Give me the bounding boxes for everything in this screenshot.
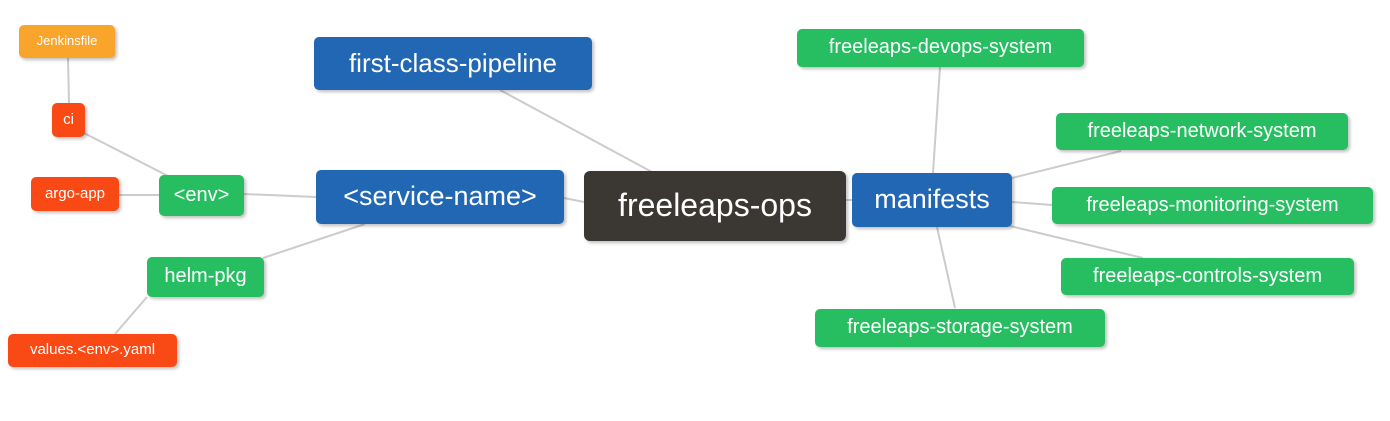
node-values-env-yaml[interactable]: values.<env>.yaml (8, 334, 177, 367)
edge-helm-pkg-service-name (262, 223, 366, 259)
node-ci[interactable]: ci (52, 103, 85, 137)
node-helm-pkg[interactable]: helm-pkg (147, 257, 264, 297)
node-argo-app[interactable]: argo-app (31, 177, 119, 211)
edge-jenkinsfile-ci (67, 57, 70, 104)
node-service-name[interactable]: <service-name> (316, 170, 564, 224)
edge-manifests-storage-system (936, 226, 956, 309)
edge-env-service-name (243, 193, 317, 198)
node-freeleaps-network-system[interactable]: freeleaps-network-system (1056, 113, 1348, 150)
node-freeleaps-monitoring-system[interactable]: freeleaps-monitoring-system (1052, 187, 1373, 224)
node-env[interactable]: <env> (159, 175, 244, 216)
edge-manifests-devops-system (932, 66, 941, 174)
node-freeleaps-storage-system[interactable]: freeleaps-storage-system (815, 309, 1105, 347)
node-manifests[interactable]: manifests (852, 173, 1012, 227)
node-first-class-pipeline[interactable]: first-class-pipeline (314, 37, 592, 90)
node-jenkinsfile[interactable]: Jenkinsfile (19, 25, 115, 58)
edge-ci-env (83, 132, 169, 177)
edge-service-name-ops (563, 197, 585, 203)
edge-manifests-network-system (1011, 150, 1122, 179)
edge-values-env-yaml-helm-pkg (114, 296, 148, 335)
edge-manifests-monitoring-system (1011, 201, 1053, 206)
node-freeleaps-devops-system[interactable]: freeleaps-devops-system (797, 29, 1084, 67)
node-freeleaps-controls-system[interactable]: freeleaps-controls-system (1061, 258, 1354, 295)
edge-first-class-pipeline-ops (499, 89, 653, 173)
edge-manifests-controls-system (1009, 225, 1144, 259)
node-freeleaps-ops[interactable]: freeleaps-ops (584, 171, 846, 241)
